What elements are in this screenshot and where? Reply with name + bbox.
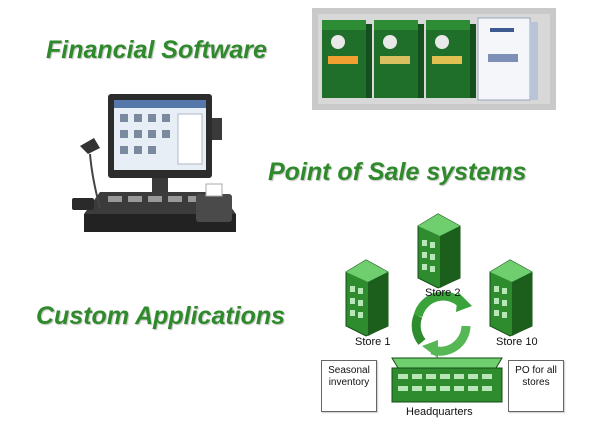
- store-network-diagram: [345, 213, 533, 403]
- seasonal-line-1: Seasonal: [328, 365, 370, 376]
- financial-software-heading: Financial Software: [46, 36, 267, 64]
- seasonal-line-2: inventory: [328, 377, 370, 388]
- po-line-1: PO for all: [515, 365, 557, 376]
- po-for-all-stores-note: PO for all stores: [508, 360, 564, 412]
- po-line-2: stores: [522, 377, 550, 388]
- software-box-3: [426, 20, 476, 98]
- financial-software-boxes-image: [312, 8, 556, 110]
- headquarters-label: Headquarters: [406, 406, 473, 418]
- seasonal-inventory-note: Seasonal inventory: [321, 360, 377, 412]
- sync-arrows-icon: [411, 291, 472, 358]
- software-box-1: [322, 20, 372, 98]
- point-of-sale-heading: Point of Sale systems: [268, 158, 527, 186]
- headquarters-building: [391, 357, 503, 403]
- store-2-building: [417, 213, 461, 289]
- software-box-2: [374, 20, 424, 98]
- store-1-label: Store 1: [355, 336, 391, 348]
- custom-applications-heading: Custom Applications: [36, 302, 286, 330]
- barcode-scanner: [80, 138, 101, 209]
- pos-terminal-image: [72, 94, 236, 232]
- software-box-4: [477, 17, 538, 101]
- store-1-building: [345, 259, 389, 337]
- store-10-label: Store 10: [496, 336, 538, 348]
- store-2-label: Store 2: [425, 287, 461, 299]
- store-10-building: [489, 259, 533, 337]
